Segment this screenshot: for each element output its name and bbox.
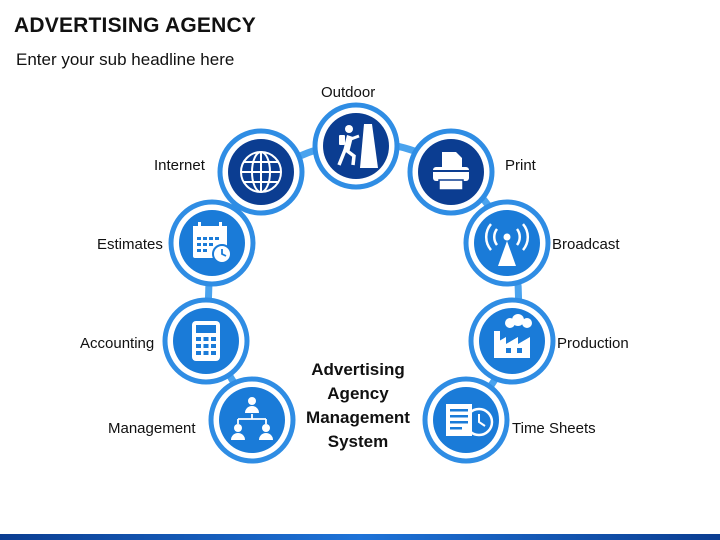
center-line-3: Management [306, 408, 410, 427]
node-management [208, 376, 296, 464]
page-title: ADVERTISING AGENCY [14, 14, 257, 37]
page-subtitle: Enter your sub headline here [16, 50, 235, 69]
calculator-icon [192, 321, 220, 361]
label-outdoor: Outdoor [321, 84, 376, 101]
node-time-sheets [422, 376, 510, 464]
globe-icon [240, 151, 282, 193]
footer-bar [0, 534, 720, 540]
center-caption: Advertising Agency Management System [290, 358, 426, 454]
timesheet-clock-icon [446, 404, 494, 437]
node-accounting [162, 297, 250, 385]
label-accounting: Accounting [80, 335, 155, 352]
center-line-2: Agency [327, 384, 389, 403]
node-production [468, 297, 556, 385]
broadcast-tower-icon [484, 223, 530, 266]
label-internet: Internet [154, 157, 205, 174]
printer-icon [433, 152, 469, 191]
label-broadcast: Broadcast [552, 236, 620, 253]
label-time-sheets: Time Sheets [512, 420, 596, 437]
center-line-1: Advertising [311, 360, 405, 379]
node-estimates [168, 199, 256, 287]
center-line-4: System [327, 432, 389, 451]
factory-icon [494, 314, 532, 358]
label-estimates: Estimates [97, 236, 163, 253]
org-chart-icon [231, 397, 273, 440]
label-management: Management [108, 420, 196, 437]
calendar-clock-icon [193, 222, 232, 264]
node-broadcast [463, 199, 551, 287]
label-print: Print [505, 157, 536, 174]
node-print [407, 128, 495, 216]
label-production: Production [557, 335, 629, 352]
node-internet [217, 128, 305, 216]
node-outdoor [312, 102, 400, 190]
hiker-icon [337, 124, 378, 168]
